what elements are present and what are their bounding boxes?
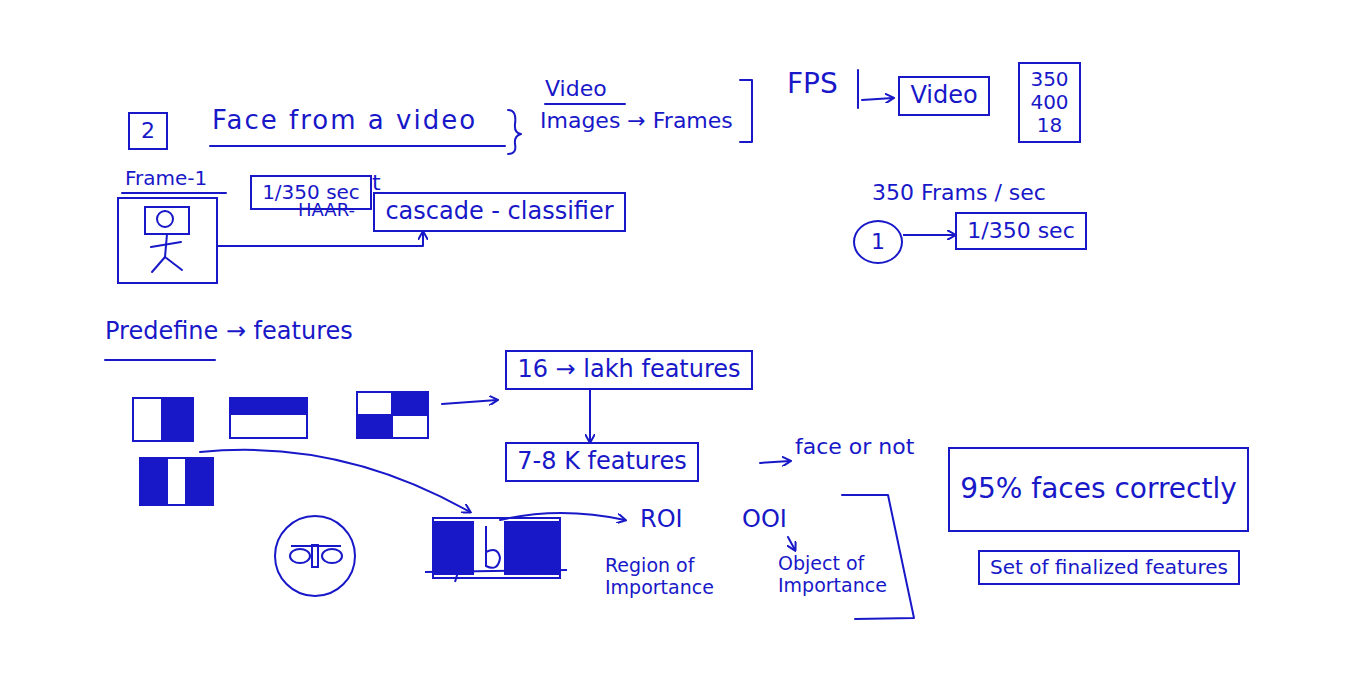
- box-text: 95% faces correctly: [960, 473, 1237, 505]
- sketch-stroke: [140, 458, 213, 505]
- frame-heading: Frame-1: [125, 167, 207, 190]
- divider: [857, 70, 859, 108]
- title-underline: [210, 145, 505, 147]
- sketch-stroke: [433, 518, 560, 578]
- underline: [545, 103, 625, 105]
- sketch-stroke: [505, 522, 558, 574]
- note: FPS: [787, 68, 838, 100]
- sketch-stroke: [133, 398, 193, 441]
- definition: Region of Importance: [605, 555, 730, 599]
- underline: [122, 192, 226, 194]
- note: Video: [545, 76, 607, 101]
- time-box: 1/350 sec: [955, 212, 1087, 250]
- box-text: 350: [1030, 68, 1068, 91]
- sketch-stroke: [186, 458, 213, 505]
- note: Images → Frames: [540, 108, 733, 133]
- abbreviation: ROI: [640, 506, 683, 534]
- note: HAAR-: [298, 200, 355, 221]
- connector: [218, 232, 423, 246]
- sketch-stroke: [157, 211, 173, 227]
- note: Predefine → features: [105, 318, 353, 346]
- curved-arrow: [200, 450, 470, 512]
- sketch-stroke: [230, 398, 307, 414]
- video-box: Video: [898, 76, 990, 116]
- sketch-stroke: [230, 398, 307, 438]
- note: 350 Frams / sec: [872, 180, 1046, 205]
- sketch-stroke: [322, 549, 342, 563]
- diagram-title: Face from a video: [212, 106, 477, 136]
- sketch-stroke: [145, 207, 189, 272]
- sketch-stroke: [486, 526, 500, 568]
- arrow: [760, 461, 790, 463]
- sketch-stroke: [145, 207, 189, 234]
- sketch-stroke: [290, 549, 310, 563]
- arrow: [442, 400, 497, 404]
- bracket: [740, 80, 752, 142]
- sketch-stroke: [162, 398, 193, 441]
- classifier-box: cascade - classifier: [373, 192, 626, 232]
- box-text: Set of finalized features: [990, 556, 1228, 579]
- frame-box: Frame-1: [117, 197, 218, 284]
- note: t: [372, 170, 381, 195]
- sketch-stroke: [151, 242, 181, 247]
- face-sketch: [275, 516, 355, 596]
- sketch-stroke: [425, 570, 567, 572]
- sketch-stroke: [152, 257, 165, 272]
- definition: Object of Importance: [778, 553, 898, 597]
- box-text: 7-8 K features: [517, 448, 686, 476]
- sketch-stroke: [140, 458, 167, 505]
- abbreviation: OOI: [742, 506, 787, 534]
- haar-features: [133, 392, 428, 505]
- arrow: [862, 98, 893, 100]
- box-text: 1: [871, 229, 885, 254]
- connector: [589, 390, 591, 442]
- fps-values-box: 35040018: [1018, 62, 1081, 143]
- result-box: Set of finalized features: [978, 550, 1240, 585]
- brace: [508, 110, 521, 154]
- box-text: 1/350 sec: [967, 218, 1075, 243]
- sketch-stroke: [357, 415, 392, 438]
- box-text: cascade - classifier: [385, 198, 613, 226]
- stick-figure: [119, 199, 216, 282]
- box-text: 18: [1037, 114, 1062, 137]
- sketch-stroke: [275, 516, 355, 596]
- arrow: [788, 537, 795, 550]
- box-text: 16 → lakh features: [517, 356, 740, 384]
- eye-region-feature: [425, 518, 567, 582]
- step-number-box: 2: [128, 112, 168, 150]
- sketch-stroke: [165, 257, 182, 270]
- sketch-stroke: [312, 545, 318, 567]
- box-text: Video: [910, 82, 977, 110]
- connector: [903, 234, 955, 236]
- strokes: [105, 70, 914, 619]
- sketch-stroke: [435, 522, 473, 574]
- sketch-stroke: [455, 565, 460, 582]
- process-box: 7-8 K features: [505, 442, 699, 482]
- sketch-stroke: [392, 392, 428, 415]
- count-circle: 1: [853, 220, 903, 264]
- result-box: 95% faces correctly: [948, 447, 1249, 532]
- sketch-stroke: [357, 392, 428, 438]
- box-text: 2: [141, 118, 155, 143]
- process-box: 16 → lakh features: [505, 350, 753, 390]
- underline: [105, 359, 215, 361]
- box-text: 400: [1030, 91, 1068, 114]
- note: face or not: [795, 434, 914, 459]
